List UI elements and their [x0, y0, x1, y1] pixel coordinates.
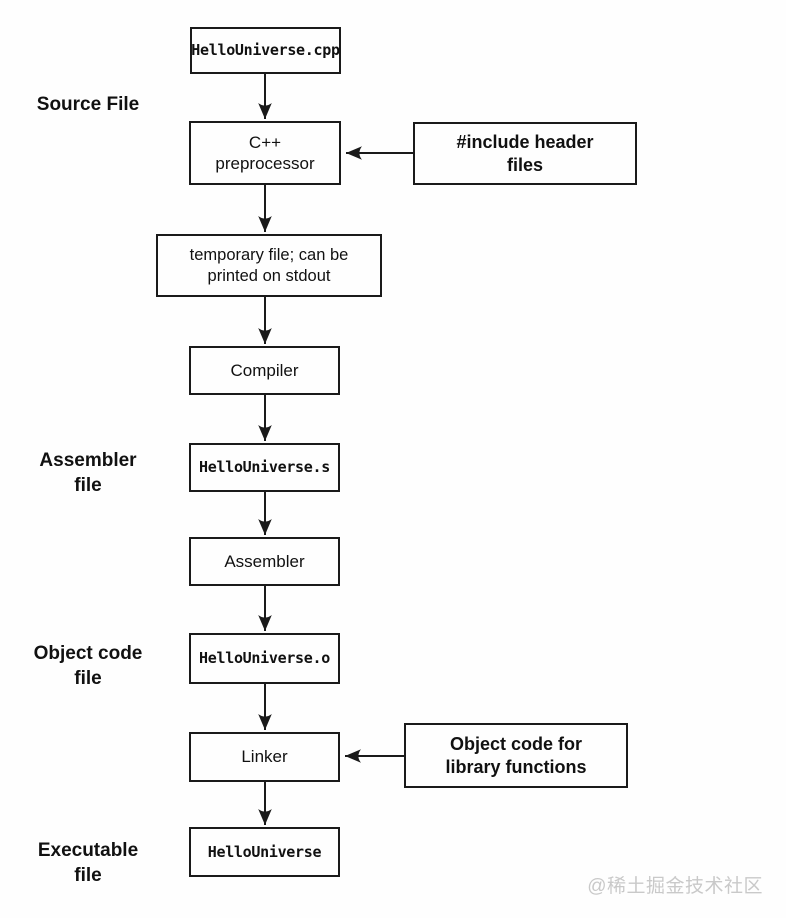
node-source-file: HelloUniverse.cpp	[190, 27, 341, 74]
node-compiler: Compiler	[189, 346, 340, 395]
label-source-file: Source File	[36, 94, 140, 115]
watermark-text: @稀土掘金技术社区	[587, 876, 763, 897]
node-linker: Linker	[189, 732, 340, 782]
node-preprocessor: C++ preprocessor	[189, 121, 341, 185]
annotation-include-headers: #include header files	[413, 122, 637, 185]
node-assembly-file: HelloUniverse.s	[189, 443, 340, 492]
node-executable: HelloUniverse	[189, 827, 340, 877]
label-object-code-file: Object code file	[33, 643, 143, 689]
node-object-file: HelloUniverse.o	[189, 633, 340, 684]
node-assembler: Assembler	[189, 537, 340, 586]
label-executable-file: Executable file	[37, 840, 139, 886]
node-temp-file: temporary file; can be printed on stdout	[156, 234, 382, 297]
annotation-object-code-lib: Object code for library functions	[404, 723, 628, 788]
label-assembler-file: Assembler file	[39, 450, 137, 496]
